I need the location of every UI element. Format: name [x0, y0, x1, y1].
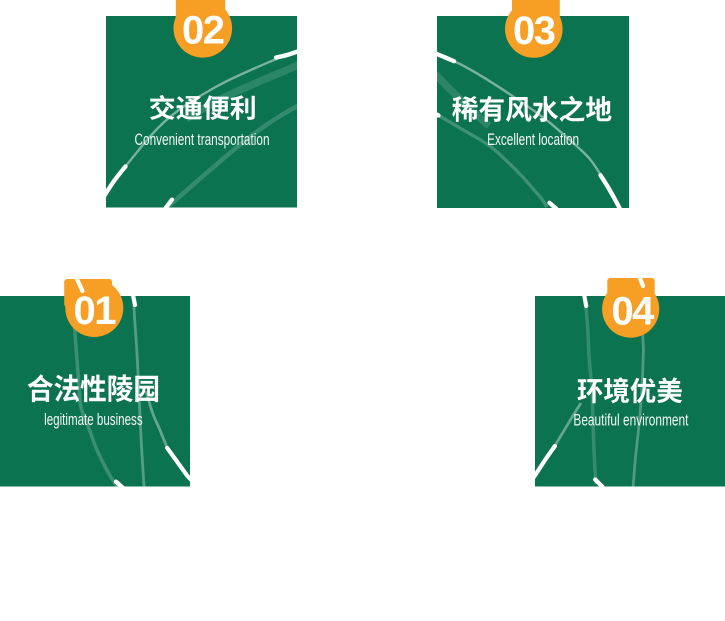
svg-text:02: 02 — [182, 8, 224, 52]
svg-text:03: 03 — [513, 9, 555, 53]
svg-text:Beautiful environment: Beautiful environment — [573, 412, 688, 430]
svg-text:Convenient transportation: Convenient transportation — [135, 131, 270, 149]
svg-text:Excellent location: Excellent location — [487, 131, 579, 149]
svg-text:legitimate business: legitimate business — [44, 411, 143, 429]
svg-text:01: 01 — [74, 289, 117, 333]
svg-text:04: 04 — [611, 290, 655, 334]
